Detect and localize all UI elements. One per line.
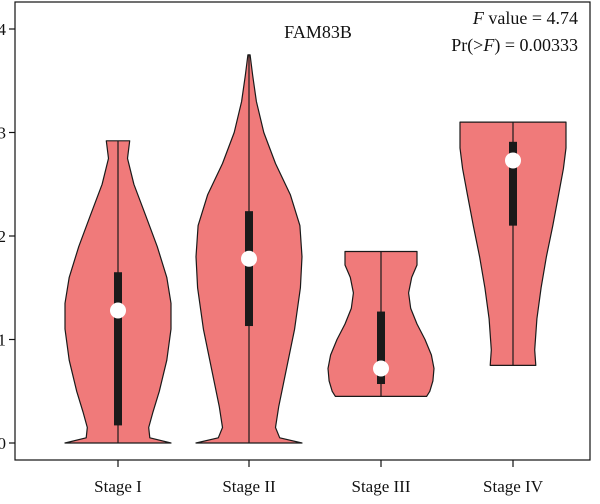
violin-group [459, 121, 567, 366]
x-category-label: Stage IV [483, 477, 544, 496]
p-value-prefix: Pr(> [451, 35, 483, 56]
p-value-annotation: Pr(>F) = 0.00333 [451, 35, 578, 56]
chart-title: FAM83B [284, 22, 352, 42]
violin-group [195, 54, 303, 444]
f-value-annotation: F value = 4.74 [472, 8, 578, 28]
x-category-label: Stage II [222, 477, 276, 496]
f-value-symbol: F [472, 8, 485, 28]
y-tick-label: 1 [0, 331, 6, 350]
violin-iqr-box [509, 141, 517, 226]
violin-mean-marker [110, 302, 126, 319]
x-category-label: Stage III [351, 477, 410, 496]
y-tick-label: 3 [0, 124, 6, 143]
violin-mean-marker [373, 360, 389, 377]
y-tick-label: 2 [0, 227, 6, 246]
violin-iqr-box [377, 311, 385, 385]
p-value-suffix: ) = 0.00333 [494, 35, 578, 56]
x-category-label: Stage I [94, 477, 142, 496]
violin-mean-marker [241, 250, 257, 267]
f-value-text: value = 4.74 [484, 8, 578, 28]
violin-group [327, 250, 435, 397]
violin-iqr-box [114, 272, 122, 426]
violin-group [64, 140, 172, 444]
y-tick-label: 0 [0, 434, 6, 453]
plot-frame [14, 1, 591, 461]
violin-mean-marker [505, 152, 521, 169]
y-tick-label: 4 [0, 20, 7, 39]
violin-iqr-box [245, 211, 253, 327]
p-value-symbol: F [482, 35, 495, 55]
